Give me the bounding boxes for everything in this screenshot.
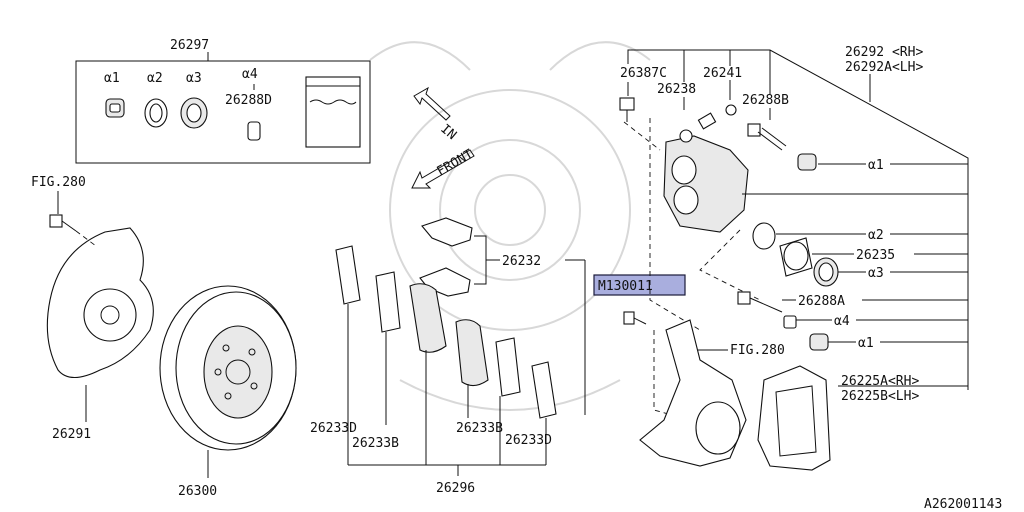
bleeder-screw-icon — [697, 112, 717, 130]
label-ref-a1-top[interactable]: α1 — [868, 158, 884, 173]
brake-pad-inner — [409, 283, 447, 353]
label-shim-d-left[interactable]: 26233D — [310, 421, 357, 436]
label-caliper-lh[interactable]: 26292A<LH> — [845, 60, 923, 75]
label-shim-b-left[interactable]: 26233B — [352, 436, 399, 451]
label-caliper-rh[interactable]: 26292 <RH> — [845, 45, 923, 60]
highlight-m130011[interactable]: M130011 — [593, 274, 686, 296]
knuckle-bolt-icon — [623, 311, 647, 325]
label-diagram-id: A262001143 — [924, 497, 1002, 512]
label-shim-b-right[interactable]: 26233B — [456, 421, 503, 436]
label-piston[interactable]: 26235 — [856, 248, 895, 263]
label-ref-a4[interactable]: α4 — [834, 314, 850, 329]
shield-bolt-icon — [49, 214, 77, 232]
piston-icon — [779, 237, 813, 277]
label-kit-a3[interactable]: α3 — [186, 71, 202, 86]
label-pin-a[interactable]: 26288A — [798, 294, 845, 309]
dust-shield-part — [46, 227, 154, 379]
label-rotor[interactable]: 26300 — [178, 484, 217, 499]
label-front: FRONT — [435, 147, 477, 180]
label-pin-b[interactable]: 26288B — [742, 93, 789, 108]
pad-set-leader-lines — [347, 304, 547, 476]
label-ref-a3[interactable]: α3 — [868, 266, 884, 281]
sleeve-a4-icon — [783, 315, 797, 329]
label-fig280-right[interactable]: FIG.280 — [730, 343, 785, 358]
dust-boot-a3-icon — [813, 257, 839, 287]
label-kit-a1[interactable]: α1 — [104, 71, 120, 86]
label-pad-set[interactable]: 26296 — [436, 481, 475, 496]
pad-clip-upper — [421, 217, 473, 247]
brake-pad-outer — [455, 319, 489, 387]
caliper-leader-lines — [627, 49, 969, 390]
label-bleeder-cap[interactable]: 26241 — [703, 66, 742, 81]
grease-packet-icon — [305, 76, 361, 148]
label-shield[interactable]: 26291 — [52, 427, 91, 442]
label-shim-d-right[interactable]: 26233D — [505, 433, 552, 448]
brake-rotor-part — [159, 285, 297, 451]
boot-part-icon — [105, 98, 125, 118]
label-kit-a4[interactable]: α4 — [242, 67, 258, 82]
label-guide-pin-boot-kit[interactable]: 26288D — [225, 93, 272, 108]
label-kit[interactable]: 26297 — [170, 38, 209, 53]
label-ref-a2[interactable]: α2 — [868, 228, 884, 243]
guide-pin-a-icon — [737, 291, 783, 313]
seal-ring-part-icon — [144, 98, 168, 128]
label-pad-clip[interactable]: 26232 — [502, 254, 541, 269]
label-fig280-top[interactable]: FIG.280 — [31, 175, 86, 190]
kit-box-26297: 26297 α1 α2 α3 α4 26288D — [75, 38, 371, 164]
caliper-dashed-guides — [623, 118, 761, 421]
caliper-body-part — [663, 129, 749, 233]
front-direction-arrow: FRONT — [411, 147, 477, 189]
shim-26233d-left — [335, 245, 361, 305]
caliper-callout-lines — [742, 163, 968, 387]
label-support-lh[interactable]: 26225B<LH> — [841, 389, 919, 404]
label-kit-a2[interactable]: α2 — [147, 71, 163, 86]
shim-26233d-right — [531, 361, 557, 419]
seal-a2-icon — [752, 222, 776, 250]
label-highlight[interactable]: M130011 — [598, 279, 653, 294]
sleeve-part-icon — [247, 84, 261, 141]
steering-knuckle-part — [639, 319, 747, 467]
caliper-support-bracket — [757, 365, 831, 471]
shim-26233b-left — [375, 271, 401, 333]
guide-pin-b-icon — [747, 123, 787, 151]
piston-boot-part-icon — [180, 97, 208, 129]
label-support-rh[interactable]: 26225A<RH> — [841, 374, 919, 389]
watermark-emblem — [369, 41, 651, 411]
caliper-bolt-icon — [619, 97, 635, 122]
label-in: IN — [437, 122, 459, 144]
shim-26233b-right — [495, 337, 521, 397]
boot-a1-bottom-icon — [809, 333, 829, 351]
bleeder-cap-icon — [725, 104, 737, 116]
label-bleeder[interactable]: 26238 — [657, 82, 696, 97]
label-ref-a1-bottom[interactable]: α1 — [858, 336, 874, 351]
label-bolt-26387c[interactable]: 26387C — [620, 66, 667, 81]
boot-a1-top-icon — [797, 153, 817, 171]
